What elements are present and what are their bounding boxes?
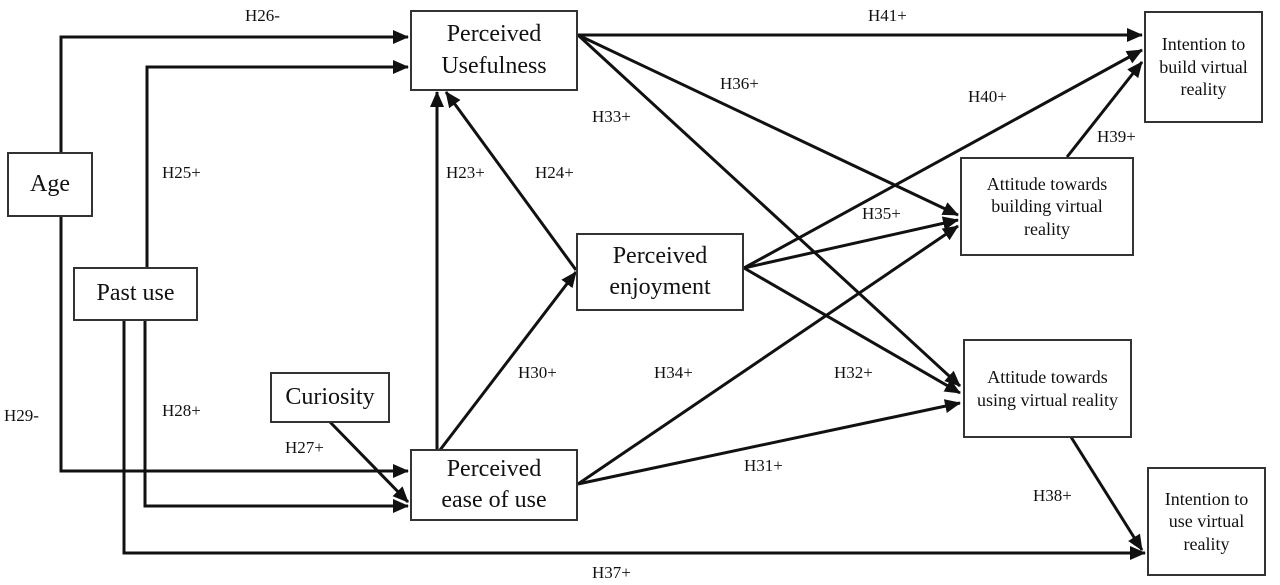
node-attitude-using: Attitude towards using virtual reality bbox=[963, 339, 1132, 438]
edge-h33 bbox=[576, 33, 962, 388]
edge-h40 bbox=[743, 48, 1143, 270]
edge-h34 bbox=[577, 224, 959, 486]
edge-h30 bbox=[438, 271, 578, 451]
edge-h35 bbox=[743, 216, 959, 270]
label-h36: H36+ bbox=[720, 74, 759, 93]
label-h38: H38+ bbox=[1033, 486, 1072, 505]
node-attitude-using-label: Attitude towards using virtual reality bbox=[977, 367, 1118, 410]
label-h28: H28+ bbox=[162, 401, 201, 420]
label-h27: H27+ bbox=[285, 438, 324, 457]
label-h32: H32+ bbox=[834, 363, 873, 382]
label-h26: H26- bbox=[245, 6, 280, 25]
node-past-use-label: Past use bbox=[96, 280, 175, 307]
node-perceived-usefulness: Perceived Usefulness bbox=[410, 10, 578, 91]
node-curiosity: Curiosity bbox=[270, 372, 390, 423]
edge-h24 bbox=[444, 91, 578, 271]
label-h25: H25+ bbox=[162, 163, 201, 182]
label-h29: H29- bbox=[4, 406, 39, 425]
node-attitude-building: Attitude towards building virtual realit… bbox=[960, 157, 1134, 256]
edge-h32 bbox=[743, 266, 961, 395]
edge-h28 bbox=[143, 320, 409, 513]
label-h41: H41+ bbox=[868, 6, 907, 25]
label-h35: H35+ bbox=[862, 204, 901, 223]
node-perceived-ease-of-use: Perceived ease of use bbox=[410, 449, 578, 521]
edge-h29 bbox=[59, 216, 409, 478]
node-intention-build-label: Intention to build virtual reality bbox=[1159, 34, 1248, 100]
label-h33: H33+ bbox=[592, 107, 631, 126]
edge-h38 bbox=[1069, 436, 1144, 551]
label-h30: H30+ bbox=[518, 363, 557, 382]
node-intention-use-label: Intention to use virtual reality bbox=[1164, 488, 1249, 554]
edge-h25 bbox=[145, 60, 409, 267]
label-h34: H34+ bbox=[654, 363, 693, 382]
node-perceived-enjoyment: Perceived enjoyment bbox=[576, 233, 744, 311]
edge-h31 bbox=[577, 399, 961, 486]
label-h37: H37+ bbox=[592, 563, 631, 582]
node-age-label: Age bbox=[30, 170, 70, 197]
node-intention-build: Intention to build virtual reality bbox=[1144, 11, 1263, 123]
edge-h27 bbox=[328, 420, 410, 504]
label-h31: H31+ bbox=[744, 456, 783, 475]
label-h39: H39+ bbox=[1097, 127, 1136, 146]
node-perceived-usefulness-label: Perceived Usefulness bbox=[441, 21, 547, 79]
label-h40: H40+ bbox=[968, 87, 1007, 106]
label-h23: H23+ bbox=[446, 163, 485, 182]
edge-h39 bbox=[1065, 61, 1144, 158]
edge-h37 bbox=[122, 320, 1146, 560]
node-attitude-building-label: Attitude towards building virtual realit… bbox=[986, 173, 1108, 239]
edge-h36 bbox=[577, 33, 959, 217]
node-past-use: Past use bbox=[73, 267, 198, 321]
node-perceived-enjoyment-label: Perceived enjoyment bbox=[609, 242, 711, 300]
edge-h26 bbox=[59, 30, 409, 152]
node-age: Age bbox=[7, 152, 93, 217]
node-curiosity-label: Curiosity bbox=[285, 383, 375, 410]
label-h24: H24+ bbox=[535, 163, 574, 182]
node-intention-use: Intention to use virtual reality bbox=[1147, 467, 1266, 576]
node-perceived-ease-of-use-label: Perceived ease of use bbox=[441, 455, 547, 513]
